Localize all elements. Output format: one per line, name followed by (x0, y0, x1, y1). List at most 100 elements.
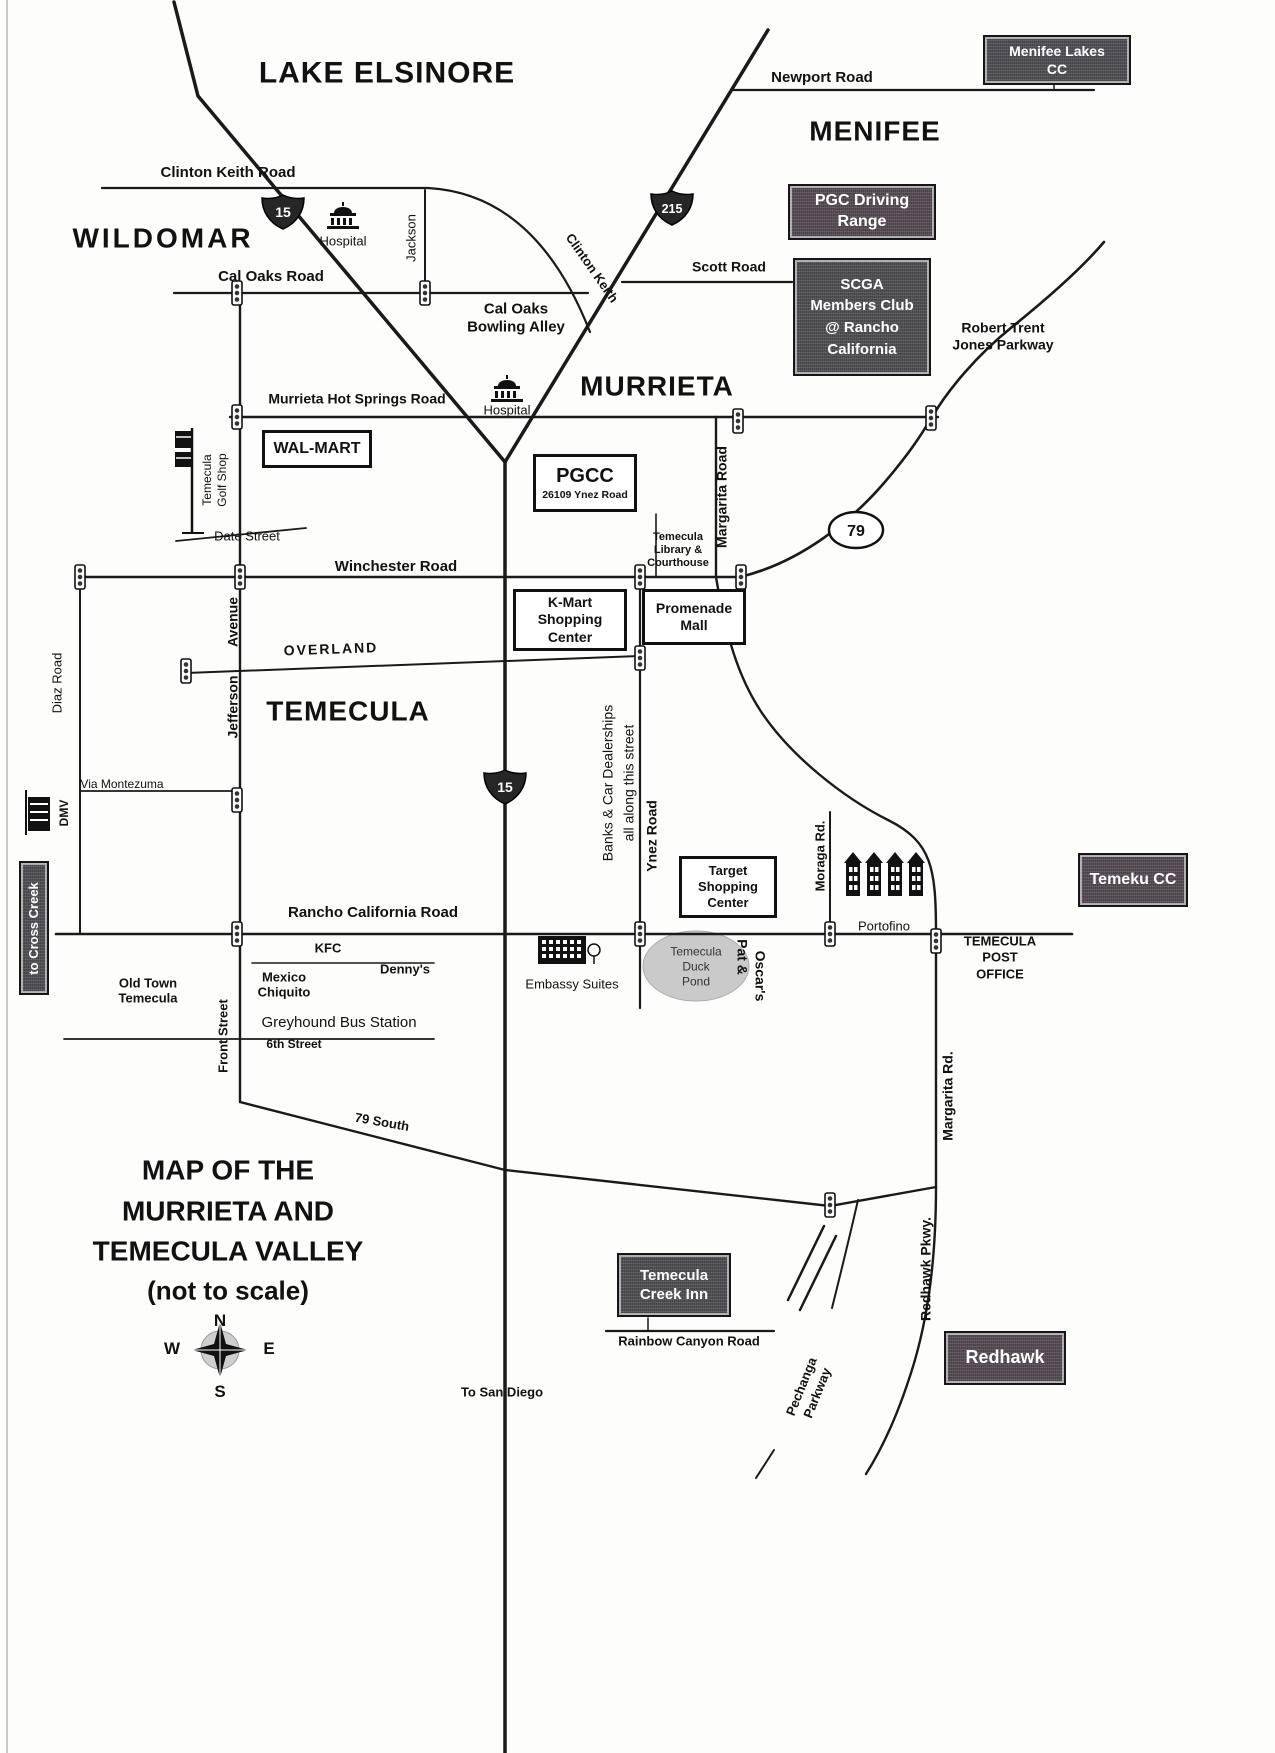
kfc-label: KFC (314, 940, 342, 956)
traffic-signal-icon (732, 408, 744, 434)
temeku-cc-box: Temeku CC (1078, 853, 1188, 907)
diaz-road-label: Diaz Road (49, 652, 65, 714)
hospital-icon (327, 202, 359, 229)
golf-flag-icon (175, 428, 204, 534)
city-label-wildomar: WILDOMAR (72, 222, 254, 254)
traffic-signal-icon (419, 280, 431, 306)
condo-icon (844, 852, 862, 896)
to-cross-creek-label: to Cross Creek (25, 881, 41, 975)
traffic-signal-icon (634, 564, 646, 590)
clinton-keith-road-label: Clinton Keith Road (160, 164, 296, 182)
compass-north-label: N (213, 1310, 227, 1330)
road-79-south (238, 1100, 938, 1208)
temecula-creek-inn-box: Temecula Creek Inn (617, 1253, 731, 1317)
winchester-road-label: Winchester Road (334, 558, 458, 576)
temecula-post-office-label: TEMECULA POST OFFICE (963, 933, 1037, 982)
traffic-signal-icon (231, 787, 243, 813)
jackson-road-label: Jackson (403, 214, 419, 262)
overland-road-label: OVERLAND (283, 639, 379, 659)
via-montezuma-label: Via Montezuma (80, 776, 164, 791)
sixth-street-label: 6th Street (266, 1036, 322, 1051)
city-label-murrieta: MURRIETA (580, 370, 734, 402)
target-center-box: Target Shopping Center (679, 856, 777, 918)
murrieta-hot-springs-label: Murrieta Hot Springs Road (268, 390, 446, 407)
city-label-lake-elsinore: LAKE ELSINORE (258, 56, 516, 90)
traffic-signal-icon (824, 921, 836, 947)
traffic-signal-icon (180, 658, 192, 684)
condo-icon (865, 852, 883, 896)
traffic-signal-icon (231, 404, 243, 430)
road-pechanga-south (755, 1449, 775, 1479)
rancho-california-label: Rancho California Road (287, 904, 459, 922)
pat-oscars-label-line1: Pat & (734, 939, 751, 975)
promenade-mall-box: Promenade Mall (642, 589, 746, 645)
margarita-rd-lower-label: Margarita Rd. (939, 1051, 956, 1141)
road-i215 (503, 28, 770, 464)
scga-club-box: SCGA Members Club @ Rancho California (793, 258, 931, 376)
hospital-label-north: Hospital (319, 233, 367, 249)
portofino-condos-icon (844, 852, 925, 896)
pgcc-address: 26109 Ynez Road (542, 488, 628, 501)
front-street-label: Front Street (215, 999, 231, 1073)
ynez-road-label: Ynez Road (643, 800, 660, 872)
dmv-icon (25, 790, 50, 835)
dmv-label: DMV (56, 799, 71, 827)
road-clinton-keith (100, 186, 592, 334)
embassy-suites-icon (538, 936, 601, 964)
traffic-signals (74, 280, 942, 1218)
route79-shield-icon (827, 510, 885, 550)
road-redhawk-pkwy (864, 1185, 938, 1476)
traffic-signal-icon (634, 645, 646, 671)
condo-icon (907, 852, 925, 896)
i15-shield-number: 15 (275, 204, 291, 220)
traffic-signal-icon (925, 405, 937, 431)
i215-shield-number: 215 (662, 202, 683, 216)
greyhound-label: Greyhound Bus Station (261, 1014, 417, 1032)
temecula-golf-shop-label: Temecula Golf Shop (200, 453, 229, 507)
ynez-note-line1: Banks & Car Dealerships (599, 704, 616, 862)
walmart-box: WAL-MART (262, 430, 372, 468)
ynez-note-line2: all along this street (620, 724, 637, 842)
city-label-temecula: TEMECULA (266, 695, 430, 727)
map-title: MAP OF THE MURRIETA AND TEMECULA VALLEY … (92, 1154, 364, 1306)
i15-shield-number: 15 (497, 779, 513, 795)
mexico-chiquito-label: Mexico Chiquito (257, 969, 311, 1000)
road-pechanga-north (831, 1199, 859, 1309)
temecula-library-label: Temecula Library & Courthouse (647, 531, 709, 570)
road-date-street (175, 527, 307, 542)
dennys-label: Denny's (379, 961, 431, 977)
traffic-signal-icon (231, 921, 243, 947)
road-i15-north (172, 0, 507, 464)
kmart-box: K-Mart Shopping Center (513, 589, 627, 651)
traffic-signal-icon (735, 564, 747, 590)
compass-east-label: E (263, 1338, 275, 1358)
menifee-lakes-cc-box: Menifee Lakes CC (983, 35, 1131, 85)
route79-shield-number: 79 (847, 523, 865, 540)
overpass-mark-b (786, 1224, 826, 1302)
traffic-signal-icon (234, 564, 246, 590)
embassy-suites-label: Embassy Suites (525, 976, 619, 992)
scott-road-label: Scott Road (692, 258, 766, 275)
pgcc-name: PGCC (556, 464, 614, 487)
traffic-signal-icon (74, 564, 86, 590)
traffic-signal-icon (930, 928, 942, 954)
margarita-road-label: Margarita Road (713, 446, 730, 548)
duck-pond-label: Temecula Duck Pond (670, 944, 722, 989)
avenue-road-label: Avenue (224, 596, 241, 648)
jefferson-road-label: Jefferson (224, 675, 241, 739)
portofino-label: Portofino (857, 918, 911, 934)
old-town-temecula-label: Old Town Temecula (118, 975, 178, 1006)
cal-oaks-road-label: Cal Oaks Road (218, 268, 324, 286)
newport-road-label: Newport Road (771, 69, 873, 87)
cal-oaks-bowling-label: Cal Oaks Bowling Alley (467, 300, 565, 335)
rainbow-canyon-label: Rainbow Canyon Road (618, 1333, 760, 1349)
overpass-mark-a (798, 1234, 838, 1312)
to-cross-creek-box: to Cross Creek (19, 861, 49, 995)
robert-trent-jones-label: Robert Trent Jones Parkway (952, 319, 1054, 352)
moraga-road-label: Moraga Rd. (812, 820, 828, 892)
to-san-diego-label: To San Diego (460, 1384, 544, 1400)
hospital-label-mid: Hospital (483, 402, 531, 418)
duck-pond-shape (642, 930, 750, 1002)
